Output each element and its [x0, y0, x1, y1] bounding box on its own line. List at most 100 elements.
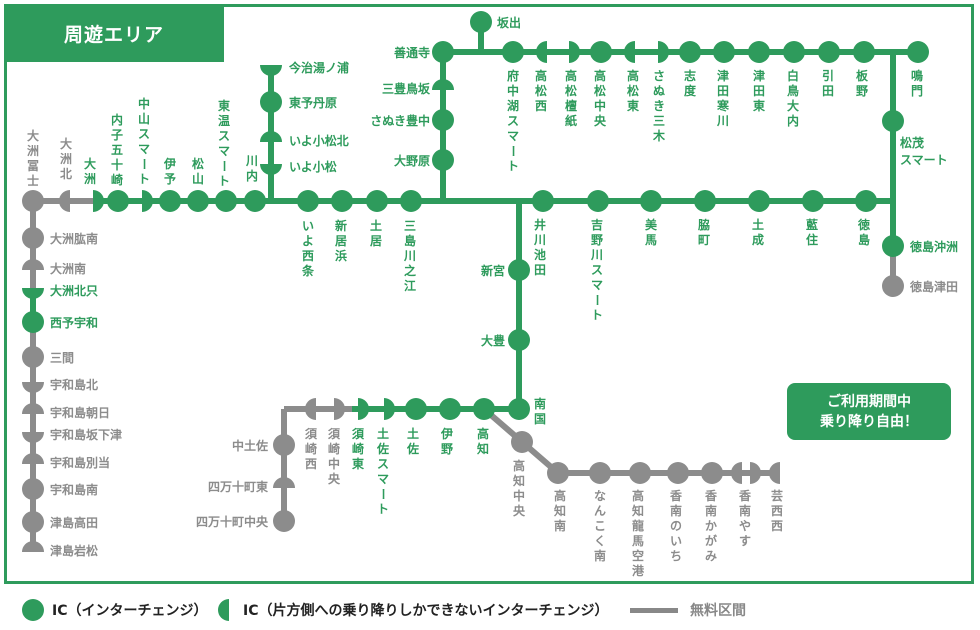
interchange-full-icon[interactable]	[244, 190, 266, 212]
interchange-full-icon[interactable]	[783, 41, 805, 63]
interchange-full-icon[interactable]	[187, 190, 209, 212]
interchange-full-icon[interactable]	[432, 109, 454, 131]
svg-text:マ: マ	[507, 129, 519, 143]
interchange-full-icon[interactable]	[273, 510, 295, 532]
interchange-full-icon[interactable]	[882, 275, 904, 297]
interchange-full-icon[interactable]	[547, 462, 569, 484]
interchange-full-icon[interactable]	[907, 41, 929, 63]
interchange-full-icon[interactable]	[405, 398, 427, 420]
interchange-full-icon[interactable]	[508, 398, 530, 420]
interchange-full-icon[interactable]	[882, 110, 904, 132]
interchange-half-icon[interactable]	[624, 41, 635, 63]
interchange-half-icon[interactable]	[22, 382, 44, 393]
interchange-full-icon[interactable]	[590, 41, 612, 63]
interchange-half-icon[interactable]	[731, 462, 761, 484]
interchange-full-icon[interactable]	[629, 462, 651, 484]
interchange-full-icon[interactable]	[679, 41, 701, 63]
legend-ic-full: IC（インターチェンジ）	[22, 598, 207, 622]
interchange-full-icon[interactable]	[22, 346, 44, 368]
interchange-half-icon[interactable]	[22, 432, 44, 443]
interchange-full-icon[interactable]	[748, 41, 770, 63]
interchange-full-icon[interactable]	[273, 434, 295, 456]
interchange-full-icon[interactable]	[331, 190, 353, 212]
interchange-full-icon[interactable]	[508, 259, 530, 281]
interchange-full-icon[interactable]	[439, 398, 461, 420]
interchange-full-icon[interactable]	[260, 91, 282, 113]
interchange-full-icon[interactable]	[748, 190, 770, 212]
interchange-full-icon[interactable]	[853, 41, 875, 63]
interchange-full-icon[interactable]	[22, 227, 44, 249]
interchange-full-icon[interactable]	[694, 190, 716, 212]
interchange-full-icon[interactable]	[855, 190, 877, 212]
svg-text:ぬ: ぬ	[653, 84, 665, 98]
interchange-half-icon[interactable]	[260, 131, 282, 142]
interchange-label: 坂出	[497, 15, 521, 30]
interchange-label: 今治湯ノ浦	[288, 60, 349, 75]
svg-text:く: く	[594, 534, 606, 548]
interchange-half-icon[interactable]	[384, 398, 395, 420]
svg-text:須: 須	[327, 427, 341, 441]
interchange-full-icon[interactable]	[400, 190, 422, 212]
interchange-half-icon[interactable]	[569, 41, 580, 63]
interchange-half-icon[interactable]	[22, 541, 44, 552]
interchange-full-icon[interactable]	[532, 190, 554, 212]
interchange-full-icon[interactable]	[22, 311, 44, 333]
interchange-full-icon[interactable]	[818, 41, 840, 63]
svg-text:島: 島	[404, 233, 416, 248]
interchange-full-icon[interactable]	[159, 190, 181, 212]
interchange-label: 高松西	[535, 68, 547, 113]
interchange-half-icon[interactable]	[305, 398, 316, 420]
interchange-half-icon[interactable]	[658, 41, 669, 63]
interchange-half-icon[interactable]	[22, 288, 44, 299]
interchange-full-icon[interactable]	[297, 190, 319, 212]
interchange-half-icon[interactable]	[334, 398, 345, 420]
interchange-full-icon[interactable]	[587, 190, 609, 212]
interchange-label: 西予宇和	[50, 315, 98, 330]
interchange-full-icon[interactable]	[701, 462, 723, 484]
interchange-half-icon[interactable]	[358, 398, 369, 420]
interchange-label: 須崎東	[351, 427, 365, 471]
svg-text:よ: よ	[302, 234, 314, 248]
svg-text:津: 津	[717, 68, 729, 83]
svg-text:板: 板	[856, 68, 869, 83]
svg-text:中: 中	[328, 456, 340, 471]
interchange-half-icon[interactable]	[59, 190, 70, 212]
interchange-full-icon[interactable]	[589, 462, 611, 484]
interchange-full-icon[interactable]	[432, 149, 454, 171]
interchange-full-icon[interactable]	[802, 190, 824, 212]
interchange-full-icon[interactable]	[640, 190, 662, 212]
interchange-full-icon[interactable]	[22, 511, 44, 533]
svg-text:野: 野	[856, 84, 868, 98]
interchange-half-icon[interactable]	[273, 477, 295, 488]
interchange-full-icon[interactable]	[215, 190, 237, 212]
interchange-half-icon[interactable]	[260, 164, 282, 175]
interchange-half-icon[interactable]	[769, 462, 780, 484]
interchange-half-icon[interactable]	[432, 79, 454, 90]
interchange-full-icon[interactable]	[713, 41, 735, 63]
interchange-full-icon[interactable]	[22, 190, 44, 212]
svg-text:宇和島坂下津: 宇和島坂下津	[50, 427, 122, 442]
interchange-full-icon[interactable]	[882, 235, 904, 257]
interchange-full-icon[interactable]	[470, 11, 492, 33]
interchange-half-icon[interactable]	[22, 259, 44, 270]
interchange-full-icon[interactable]	[107, 190, 129, 212]
svg-text:今治湯ノ浦: 今治湯ノ浦	[288, 60, 349, 75]
interchange-full-icon[interactable]	[22, 478, 44, 500]
interchange-half-icon[interactable]	[22, 453, 44, 464]
interchange-full-icon[interactable]	[508, 329, 530, 351]
interchange-half-icon[interactable]	[536, 41, 547, 63]
interchange-full-icon[interactable]	[502, 41, 524, 63]
interchange-half-icon[interactable]	[260, 65, 282, 76]
interchange-full-icon[interactable]	[432, 41, 454, 63]
interchange-full-icon[interactable]	[511, 431, 533, 453]
interchange-full-icon[interactable]	[473, 398, 495, 420]
interchange-half-icon[interactable]	[93, 190, 104, 212]
interchange-full-icon[interactable]	[667, 462, 689, 484]
interchange-half-icon[interactable]	[142, 190, 153, 212]
svg-text:予: 予	[164, 172, 176, 186]
svg-text:居: 居	[370, 234, 382, 248]
svg-text:田: 田	[753, 84, 765, 98]
svg-text:マ: マ	[218, 144, 230, 158]
interchange-full-icon[interactable]	[366, 190, 388, 212]
interchange-half-icon[interactable]	[22, 403, 44, 414]
